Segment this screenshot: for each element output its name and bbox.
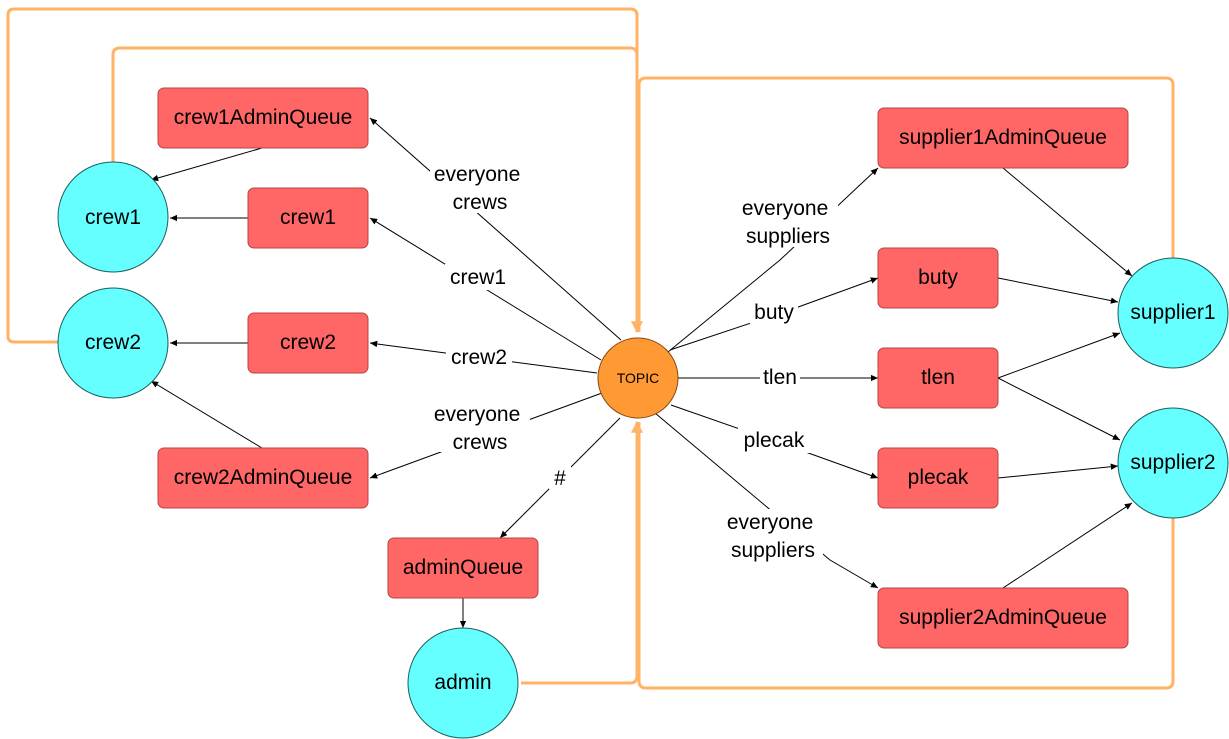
consumer-supplier2[interactable]: supplier2 — [1117, 407, 1229, 519]
queue-admin[interactable]: adminQueue — [387, 537, 539, 599]
edge-tlen-supplier2 — [997, 377, 1121, 441]
queue-crew1-admin[interactable]: crew1AdminQueue — [157, 87, 369, 149]
supplier1-publish-connector — [637, 76, 1175, 332]
svg-text:admin: admin — [434, 671, 491, 694]
queues: crew1AdminQueue crew1 crew2 crew2AdminQu… — [157, 87, 1129, 649]
edge-topic-supplier1adminqueue — [667, 167, 879, 353]
svg-text:crew2: crew2 — [280, 331, 336, 354]
admin-publish-connector — [521, 420, 643, 685]
svg-text:crew1AdminQueue: crew1AdminQueue — [174, 106, 353, 129]
queue-tlen[interactable]: tlen — [877, 347, 999, 409]
edge-crew2adminqueue-crew2 — [150, 380, 263, 449]
queue-plecak[interactable]: plecak — [877, 447, 999, 509]
routing-key-admin: # — [554, 467, 566, 490]
consumer-admin[interactable]: admin — [407, 627, 519, 739]
svg-text:supplier2AdminQueue: supplier2AdminQueue — [899, 606, 1107, 629]
topic-exchange[interactable]: TOPIC — [597, 337, 679, 419]
svg-text:crew1: crew1 — [85, 206, 141, 229]
svg-text:crew1: crew1 — [280, 206, 336, 229]
svg-text:tlen: tlen — [921, 366, 955, 389]
svg-text:buty: buty — [918, 266, 958, 289]
supplier2-publish-connector — [637, 422, 1175, 690]
svg-text:supplier2: supplier2 — [1130, 451, 1215, 474]
queue-supplier2-admin[interactable]: supplier2AdminQueue — [877, 587, 1129, 649]
consumer-crew2[interactable]: crew2 — [57, 287, 169, 399]
svg-text:crew2: crew2 — [85, 331, 141, 354]
edge-topic-crew1adminqueue — [369, 117, 622, 341]
publish-connectors — [6, 7, 1175, 690]
edge-plecak-supplier2 — [997, 463, 1119, 479]
routing-key-plecak: plecak — [744, 429, 805, 452]
queue-crew1[interactable]: crew1 — [247, 187, 369, 249]
consume-edges — [150, 147, 1133, 628]
svg-text:plecak: plecak — [908, 466, 969, 489]
routing-key-tlen: tlen — [763, 366, 797, 389]
queue-crew2[interactable]: crew2 — [247, 312, 369, 374]
edge-crew1adminqueue-crew1 — [150, 147, 263, 182]
routing-key-everyone-suppliers-top: everyone suppliers — [742, 197, 834, 248]
edge-tlen-supplier1 — [997, 332, 1121, 379]
edge-buty-supplier1 — [997, 277, 1119, 304]
consumer-crew1[interactable]: crew1 — [57, 161, 169, 273]
routing-key-labels: everyone crews crew1 crew2 everyone crew… — [430, 161, 838, 562]
consumers: crew1 crew2 admin supplier1 supplier2 — [57, 161, 1229, 739]
routing-key-everyone-crews-top: everyone crews — [434, 163, 526, 214]
svg-text:supplier1: supplier1 — [1130, 301, 1215, 324]
edge-topic-supplier2adminqueue — [654, 412, 879, 589]
routing-key-everyone-crews-bottom: everyone crews — [434, 403, 526, 454]
svg-text:TOPIC: TOPIC — [617, 370, 660, 386]
routing-key-buty: buty — [754, 301, 794, 324]
edge-supplier1adminqueue-supplier1 — [1002, 167, 1133, 277]
edge-supplier2adminqueue-supplier2 — [1002, 502, 1133, 589]
routing-key-crew1: crew1 — [450, 266, 506, 289]
queue-crew2-admin[interactable]: crew2AdminQueue — [157, 447, 369, 509]
queue-buty[interactable]: buty — [877, 247, 999, 309]
crew2-publish-connector — [6, 7, 643, 344]
queue-supplier1-admin[interactable]: supplier1AdminQueue — [877, 107, 1129, 169]
svg-text:supplier1AdminQueue: supplier1AdminQueue — [899, 126, 1107, 149]
crew1-publish-connector — [111, 46, 639, 332]
routing-key-crew2: crew2 — [451, 346, 507, 369]
svg-text:adminQueue: adminQueue — [403, 556, 523, 579]
routing-key-everyone-suppliers-bottom: everyone suppliers — [727, 511, 819, 562]
consumer-supplier1[interactable]: supplier1 — [1117, 257, 1229, 369]
svg-text:crew2AdminQueue: crew2AdminQueue — [174, 466, 353, 489]
